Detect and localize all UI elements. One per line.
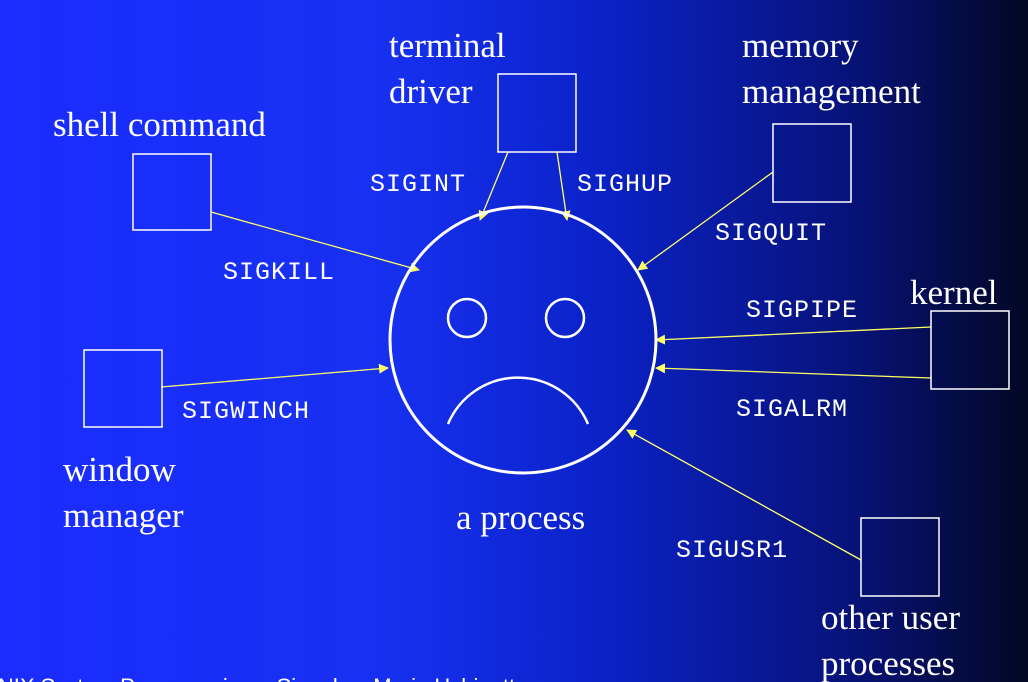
arrow-shell-command-to-process — [210, 211, 420, 273]
sighup-label: SIGHUP — [577, 170, 673, 199]
sigquit-label: SIGQUIT — [715, 219, 827, 248]
kernel-box — [930, 310, 1010, 390]
other-user-processes-box — [860, 517, 940, 597]
window-manager-box — [83, 349, 163, 428]
arrow-memory-sigquit — [637, 171, 774, 271]
terminal-driver-label: terminal driver — [389, 26, 514, 111]
arrow-window-manager-sigwinch — [160, 363, 389, 388]
footer-credit: UNIX System Programming – Signals – Mari… — [0, 674, 527, 682]
sad-face-process-icon — [388, 205, 658, 475]
memory-management-box — [772, 123, 852, 203]
arrow-terminal-sigint — [478, 151, 509, 221]
arrow-kernel-sigalrm — [655, 363, 932, 379]
sigwinch-label: SIGWINCH — [182, 397, 310, 426]
memory-management-label: memory management — [742, 26, 921, 111]
sigalrm-label: SIGALRM — [736, 395, 848, 424]
arrow-other-sigusr1 — [626, 429, 862, 561]
sigint-label: SIGINT — [370, 170, 466, 199]
process-label: a process — [456, 498, 585, 537]
window-manager-label: window manager — [63, 450, 185, 535]
sigkill-label: SIGKILL — [223, 258, 335, 287]
arrow-terminal-sighup — [556, 151, 571, 221]
frowning-mouth — [446, 376, 590, 425]
left-eye — [446, 297, 488, 339]
shell-command-label: shell command — [53, 105, 266, 144]
arrow-kernel-sigpipe — [655, 326, 932, 345]
terminal-driver-box — [497, 73, 577, 153]
sigusr1-label: SIGUSR1 — [676, 536, 788, 565]
shell-command-box — [132, 153, 212, 231]
other-user-processes-label: other user processes — [821, 598, 969, 682]
right-eye — [544, 297, 586, 339]
sigpipe-label: SIGPIPE — [746, 296, 858, 325]
kernel-label: kernel — [910, 273, 998, 312]
